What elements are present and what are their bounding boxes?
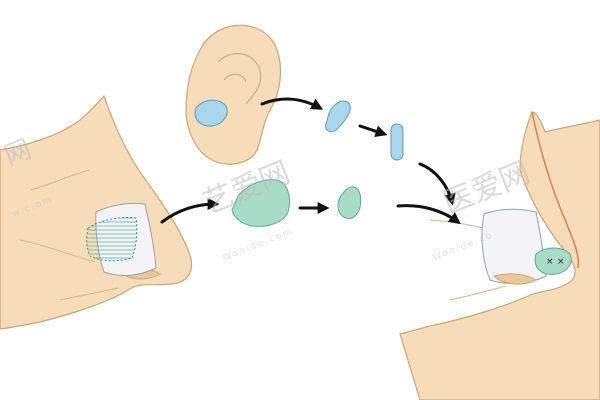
ear-concha-cartilage [194, 99, 228, 127]
shaped-cartilage-piece [337, 186, 362, 219]
arrow-nose-to-septal [160, 198, 220, 224]
ear-inner-fold [217, 53, 262, 105]
watermark-url-center: Wooide.com [221, 226, 294, 263]
right-nostril [493, 273, 538, 285]
rolled-cartilage-piece [390, 123, 404, 161]
ear-outer [185, 24, 282, 165]
arrow-rolled-to-nose [418, 162, 456, 206]
arrow-shaped-to-nose [396, 204, 461, 225]
right-nose-illustration: × × [399, 111, 600, 400]
right-white-implant [481, 208, 547, 284]
suture-mark-2: × [557, 257, 565, 267]
cut-cartilage-piece [325, 100, 351, 133]
arrow-ear-to-cut [260, 97, 324, 110]
left-hatched-cartilage [86, 217, 138, 262]
left-nose-illustration [0, 94, 193, 330]
right-nasal-ridge [531, 111, 580, 269]
septal-cartilage-piece [231, 179, 290, 227]
ear-illustration [185, 24, 282, 165]
left-bone-outline [19, 169, 119, 301]
tip-graft-cartilage [534, 247, 572, 275]
process-arrows [160, 97, 461, 225]
suture-mark-1: × [546, 257, 554, 267]
arrow-cut-to-rolled [358, 124, 388, 138]
